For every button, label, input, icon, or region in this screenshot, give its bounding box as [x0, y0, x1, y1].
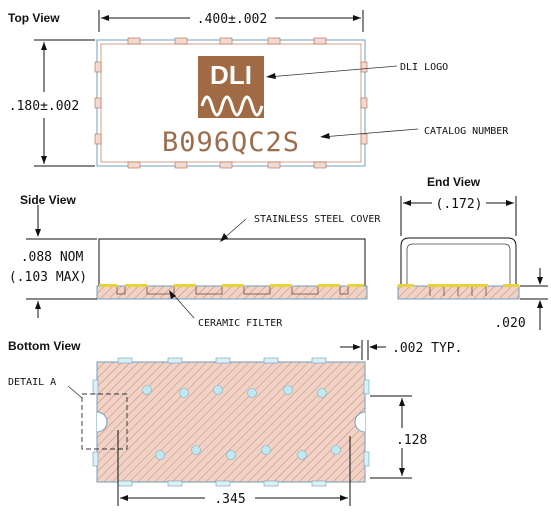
- top-width-label: .400±.002: [197, 12, 267, 27]
- end-thickness-label: .020: [494, 316, 525, 331]
- end-width-label: (.172): [436, 197, 483, 212]
- top-height-dimension: .180±.002: [9, 39, 95, 167]
- side-view-heading: Side View: [20, 193, 76, 207]
- bottom-view-heading: Bottom View: [8, 339, 81, 353]
- bottom-width-label: .345: [214, 492, 245, 507]
- catalog-callout-label: CATALOG NUMBER: [424, 126, 509, 137]
- logo-callout: DLI LOGO: [266, 62, 448, 79]
- catalog-callout: CATALOG NUMBER: [320, 126, 509, 139]
- detail-a-label: DETAIL A: [8, 377, 56, 388]
- logo-text: DLI: [210, 60, 252, 90]
- detail-a-callout: DETAIL A: [8, 377, 128, 450]
- side-view-body: [96, 238, 368, 300]
- dli-logo: DLI: [198, 56, 264, 118]
- bottom-width-dimension: .345: [117, 430, 351, 507]
- end-thickness-dimension: .020: [494, 268, 548, 331]
- end-view-body: [397, 237, 520, 300]
- cover-callout: STAINLESS STEEL COVER: [220, 214, 381, 242]
- catalog-number-text: B096QC2S: [162, 127, 300, 158]
- end-view-heading: End View: [427, 175, 481, 189]
- end-width-dimension: (.172): [400, 196, 517, 236]
- side-height-dimension: .088 NOM (.103 MAX): [9, 205, 97, 318]
- top-width-dimension: .400±.002: [98, 10, 364, 32]
- logo-callout-label: DLI LOGO: [400, 62, 448, 73]
- bottom-height-dimension: .128: [370, 395, 427, 479]
- cover-callout-label: STAINLESS STEEL COVER: [254, 214, 381, 225]
- side-height-nom-label: .088 NOM: [21, 250, 84, 265]
- typ-dimension: .002 TYP.: [340, 340, 462, 360]
- top-height-label: .180±.002: [9, 99, 79, 114]
- bottom-height-label: .128: [396, 433, 427, 448]
- ceramic-filter-callout: CERAMIC FILTER: [169, 290, 283, 329]
- typ-label: .002 TYP.: [392, 341, 462, 356]
- side-height-max-label: (.103 MAX): [9, 270, 87, 285]
- ceramic-filter-label: CERAMIC FILTER: [198, 318, 283, 329]
- bottom-view-body: [92, 357, 370, 487]
- top-view-heading: Top View: [8, 11, 60, 25]
